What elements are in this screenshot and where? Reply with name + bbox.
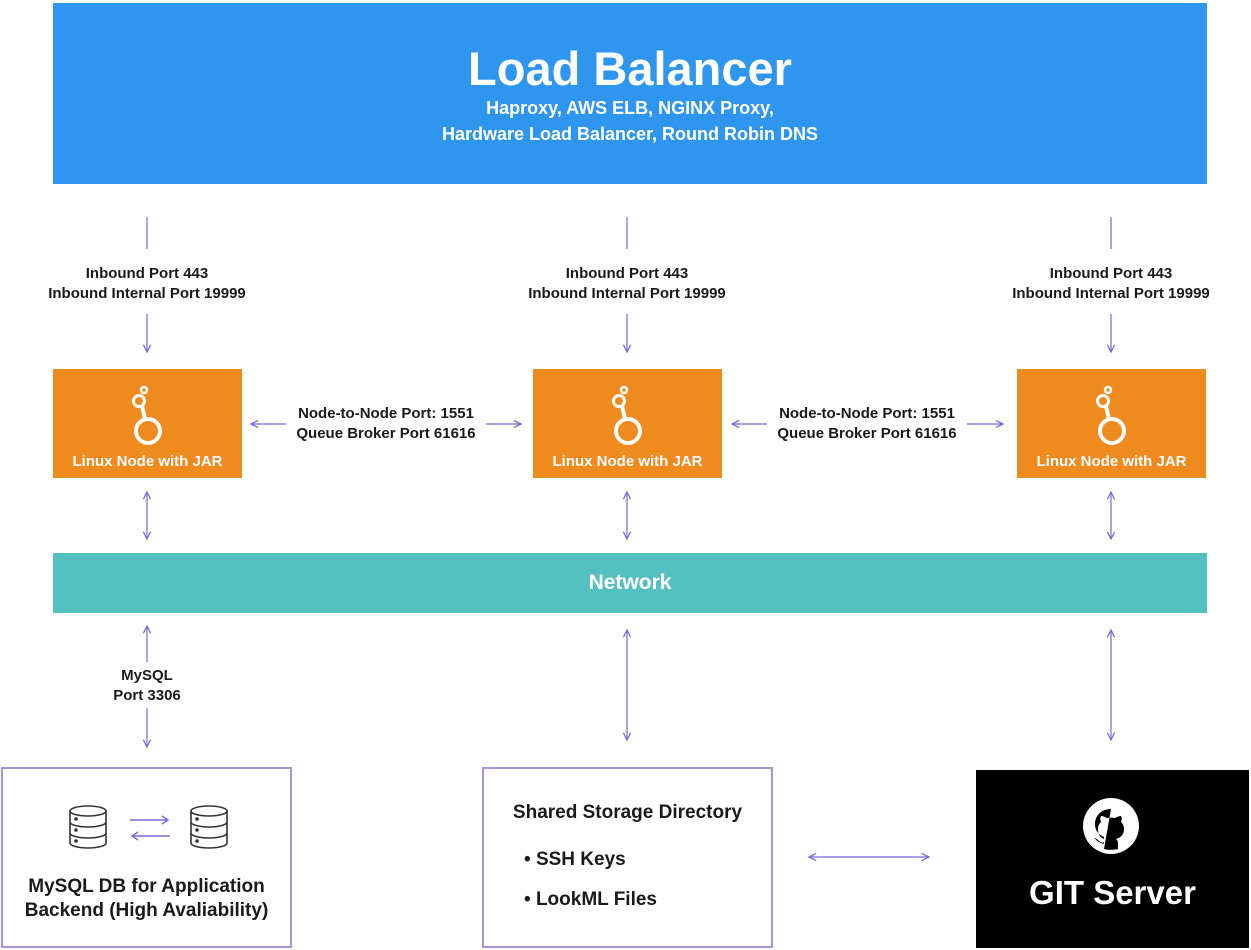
inbound-port-line2: Inbound Internal Port 19999	[48, 285, 246, 302]
looker-icon	[612, 385, 642, 445]
linux-node-1: Linux Node with JAR	[53, 369, 242, 478]
shared-storage-item: • SSH Keys	[524, 849, 626, 870]
node-link-label-1: Node-to-Node Port: 1551 Queue Broker Por…	[286, 404, 486, 444]
node-link-label-2: Node-to-Node Port: 1551 Queue Broker Por…	[767, 404, 967, 444]
node-link-line1: Node-to-Node Port: 1551	[779, 405, 955, 422]
mysql-db-line1: MySQL DB for Application	[28, 876, 265, 897]
inbound-port-label-2: Inbound Port 443 Inbound Internal Port 1…	[527, 264, 727, 304]
node-label: Linux Node with JAR	[1036, 453, 1187, 470]
github-icon	[1083, 798, 1139, 854]
shared-storage-item: • LookML Files	[524, 889, 657, 910]
node-label: Linux Node with JAR	[72, 453, 223, 470]
shared-storage-item-text: SSH Keys	[535, 849, 626, 870]
inbound-port-line1: Inbound Port 443	[85, 265, 209, 282]
load-balancer-subtitle-line1: Haproxy, AWS ELB, NGINX Proxy,	[486, 98, 774, 118]
mysql-db-title: MySQL DB for Application Backend (High A…	[3, 875, 290, 923]
shared-storage-title: Shared Storage Directory	[512, 802, 743, 823]
node-link-line2: Queue Broker Port 61616	[296, 425, 476, 442]
load-balancer-subtitle-line2: Hardware Load Balancer, Round Robin DNS	[441, 124, 819, 144]
network-bar: Network	[53, 553, 1207, 613]
load-balancer-subtitle: Haproxy, AWS ELB, NGINX Proxy, Hardware …	[53, 95, 1207, 147]
linux-node-2: Linux Node with JAR	[533, 369, 722, 478]
inbound-port-line1: Inbound Port 443	[565, 265, 689, 282]
inbound-port-line2: Inbound Internal Port 19999	[1012, 285, 1210, 302]
node-link-line1: Node-to-Node Port: 1551	[298, 405, 474, 422]
inbound-port-label-1: Inbound Port 443 Inbound Internal Port 1…	[47, 264, 247, 304]
node-label: Linux Node with JAR	[552, 453, 703, 470]
node-link-line2: Queue Broker Port 61616	[777, 425, 957, 442]
inbound-port-line1: Inbound Port 443	[1049, 265, 1173, 282]
database-icon	[69, 805, 107, 849]
mysql-db-line2: Backend (High Avaliability)	[24, 900, 269, 921]
git-server-box: GIT Server	[976, 770, 1249, 948]
inbound-port-label-3: Inbound Port 443 Inbound Internal Port 1…	[1011, 264, 1211, 304]
looker-icon	[1096, 385, 1126, 445]
inbound-port-line2: Inbound Internal Port 19999	[528, 285, 726, 302]
shared-storage-box: Shared Storage Directory • SSH Keys • Lo…	[482, 767, 773, 948]
looker-icon	[132, 385, 162, 445]
database-icon	[190, 805, 228, 849]
mysql-db-box: MySQL DB for Application Backend (High A…	[1, 767, 292, 948]
load-balancer-box: Load Balancer Haproxy, AWS ELB, NGINX Pr…	[53, 3, 1207, 184]
mysql-port-label: MySQL Port 3306	[97, 666, 197, 706]
load-balancer-title: Load Balancer	[468, 42, 792, 95]
shared-storage-item-text: LookML Files	[535, 889, 657, 910]
git-server-label: GIT Server	[1029, 874, 1196, 911]
mysql-port-line1: MySQL	[121, 667, 173, 684]
linux-node-3: Linux Node with JAR	[1017, 369, 1206, 478]
replication-arrows-icon	[130, 815, 170, 841]
mysql-port-line2: Port 3306	[113, 687, 181, 704]
